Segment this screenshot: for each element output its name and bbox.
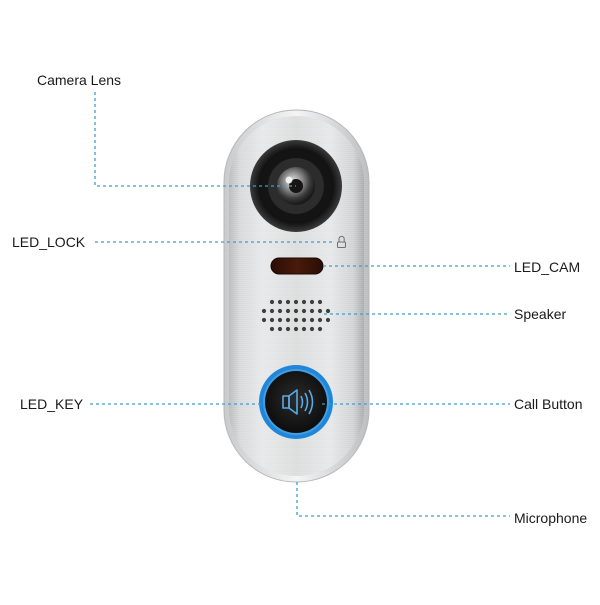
label-camera-lens: Camera Lens bbox=[37, 72, 122, 88]
leader-camera-lens bbox=[94, 92, 296, 187]
label-speaker: Speaker bbox=[514, 306, 567, 322]
speaker-hole bbox=[269, 308, 275, 314]
speaker-hole bbox=[261, 317, 267, 323]
speaker-hole bbox=[325, 317, 331, 323]
led-cam-window bbox=[270, 257, 324, 275]
speaker-hole bbox=[309, 308, 315, 314]
lock-icon bbox=[337, 235, 346, 248]
label-led-key: LED_KEY bbox=[20, 396, 84, 412]
speaker-hole bbox=[285, 317, 291, 323]
speaker-hole bbox=[261, 308, 267, 314]
speaker-hole bbox=[269, 326, 275, 332]
speaker-hole bbox=[277, 326, 283, 332]
leader-lines bbox=[90, 92, 510, 517]
speaker-hole bbox=[309, 317, 315, 323]
call-button bbox=[259, 365, 333, 439]
speaker-hole bbox=[317, 308, 323, 314]
speaker-hole bbox=[301, 299, 307, 305]
speaker-hole bbox=[317, 317, 323, 323]
speaker-hole bbox=[285, 299, 291, 305]
speaker-hole bbox=[293, 308, 299, 314]
speaker-hole bbox=[317, 299, 323, 305]
speaker-hole bbox=[309, 326, 315, 332]
speaker-hole bbox=[301, 326, 307, 332]
speaker-grille bbox=[261, 299, 331, 332]
label-led-cam: LED_CAM bbox=[514, 259, 581, 275]
speaker-hole bbox=[277, 317, 283, 323]
speaker-hole bbox=[269, 299, 275, 305]
speaker-sound-icon bbox=[282, 389, 314, 415]
leader-microphone bbox=[296, 482, 510, 517]
speaker-hole bbox=[293, 326, 299, 332]
speaker-hole bbox=[293, 299, 299, 305]
speaker-hole bbox=[285, 308, 291, 314]
label-microphone: Microphone bbox=[514, 510, 588, 526]
speaker-hole bbox=[277, 299, 283, 305]
speaker-hole bbox=[285, 326, 291, 332]
speaker-hole bbox=[317, 326, 323, 332]
speaker-hole bbox=[277, 308, 283, 314]
speaker-hole bbox=[301, 317, 307, 323]
speaker-hole bbox=[293, 317, 299, 323]
label-call-button: Call Button bbox=[514, 396, 583, 412]
speaker-hole bbox=[269, 317, 275, 323]
speaker-hole bbox=[309, 299, 315, 305]
speaker-hole bbox=[325, 308, 331, 314]
speaker-hole bbox=[301, 308, 307, 314]
label-led-lock: LED_LOCK bbox=[12, 234, 86, 250]
